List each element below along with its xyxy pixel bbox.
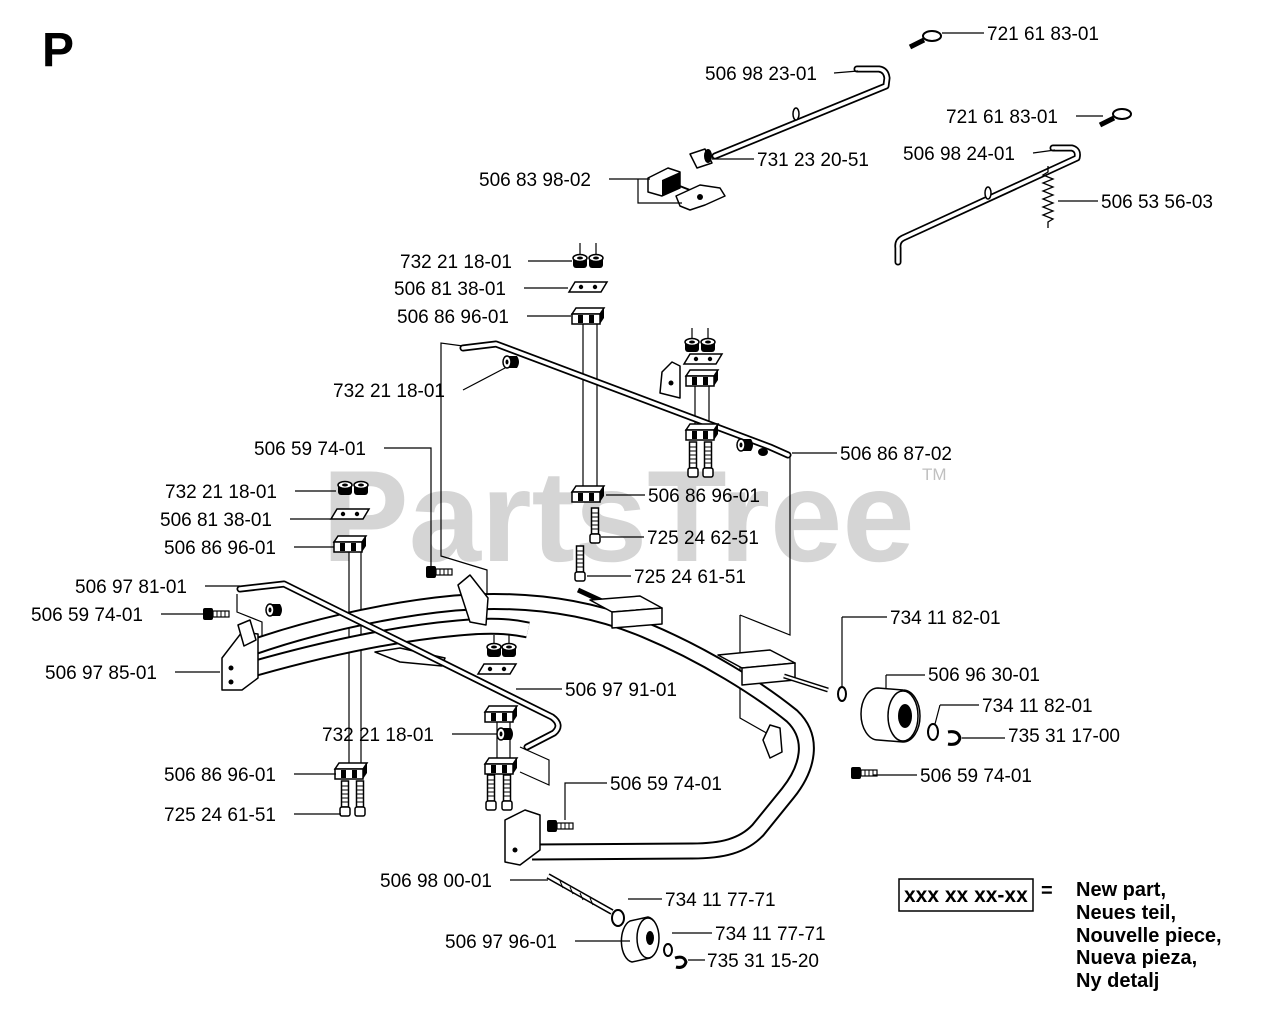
- control-rod-506-98-23-01: [715, 69, 887, 156]
- part-number-callout: 725 24 62-51: [647, 528, 759, 549]
- frame-square-tube-right: [717, 649, 829, 693]
- part-number-callout: 506 98 00-01: [380, 871, 492, 892]
- part-number-callout: 506 83 98-02: [479, 170, 591, 191]
- part-number-callout: 506 59 74-01: [254, 439, 366, 460]
- part-number-callout: 731 23 20-51: [757, 150, 869, 171]
- part-number-callout: 506 98 24-01: [903, 144, 1015, 165]
- part-number-callout: 506 86 96-01: [164, 765, 276, 786]
- part-number-callout: 506 86 96-01: [648, 486, 760, 507]
- part-number-callout: 506 53 56-03: [1101, 192, 1213, 213]
- frame-square-tube-left: [576, 587, 663, 629]
- legend-line-french: Nouvelle piece,: [1076, 925, 1222, 947]
- part-number-callout: 506 86 96-01: [164, 538, 276, 559]
- part-number-callout: 734 11 77-71: [715, 924, 826, 945]
- part-number-callout: 734 11 77-71: [665, 890, 776, 911]
- part-number-callout: 506 86 87-02: [840, 444, 952, 465]
- cable-clip-top: [908, 30, 942, 50]
- clevis-506-83-98-02: [647, 167, 726, 211]
- part-number-callout: 721 61 83-01: [946, 107, 1058, 128]
- part-number-callout: 725 24 61-51: [164, 805, 276, 826]
- part-number-callout: 506 81 38-01: [394, 279, 506, 300]
- watermark-text: PartsTree: [322, 443, 915, 589]
- part-number-callout: 506 86 96-01: [397, 307, 509, 328]
- part-number-callout: 732 21 18-01: [333, 381, 445, 402]
- leader-lines: [161, 32, 1103, 961]
- wheel-assembly-lower: [546, 873, 688, 969]
- part-number-callout: 506 81 38-01: [160, 510, 272, 531]
- legend: xxx xx xx-xx = New part, Neues teil, Nou…: [898, 878, 1222, 992]
- part-number-callouts: 721 61 83-01 506 98 23-01 721 61 83-01 5…: [31, 24, 1213, 972]
- legend-sample-part-number: xxx xx xx-xx: [904, 884, 1028, 907]
- part-number-callout: 721 61 83-01: [987, 24, 1099, 45]
- part-number-callout: 725 24 61-51: [634, 567, 746, 588]
- part-number-callout: 506 97 85-01: [45, 663, 157, 684]
- part-number-callout: 506 59 74-01: [610, 774, 722, 795]
- part-number-callout: 734 11 82-01: [982, 696, 1093, 717]
- cable-clip-second: [1098, 108, 1132, 128]
- watermark: PartsTree TM: [322, 443, 947, 589]
- part-number-callout: 506 98 23-01: [705, 64, 817, 85]
- part-number-callout: 732 21 18-01: [322, 725, 434, 746]
- part-number-callout: 732 21 18-01: [165, 482, 277, 503]
- control-rod-506-98-24-01: [898, 148, 1078, 262]
- part-number-callout: 506 59 74-01: [31, 605, 143, 626]
- part-number-callout: 506 97 96-01: [445, 932, 557, 953]
- watermark-trademark: TM: [922, 465, 947, 484]
- legend-line-swedish: Ny detalj: [1076, 970, 1159, 992]
- legend-line-spanish: Nueva pieza,: [1076, 947, 1197, 969]
- part-number-callout: 735 31 15-20: [707, 951, 819, 972]
- legend-box: [898, 878, 1034, 912]
- part-number-callout: 506 97 81-01: [75, 577, 187, 598]
- legend-line-german: Neues teil,: [1076, 902, 1176, 924]
- spring-506-53-56-03: [1041, 166, 1055, 228]
- part-number-callout: 735 31 17-00: [1008, 726, 1120, 747]
- part-number-callout: 734 11 82-01: [890, 608, 1001, 629]
- part-number-callout: 732 21 18-01: [400, 252, 512, 273]
- section-letter: P: [42, 24, 74, 77]
- roller-assembly-right: [837, 686, 962, 746]
- frame-brackets: [221, 574, 783, 866]
- legend-equals-sign: =: [1041, 880, 1053, 902]
- part-number-callout: 506 96 30-01: [928, 665, 1040, 686]
- adjuster-nut-731-23-20-51: [689, 148, 713, 169]
- part-number-callout: 506 59 74-01: [920, 766, 1032, 787]
- part-number-callout: 506 97 91-01: [565, 680, 677, 701]
- link-rod-506-86-87-02: [463, 344, 788, 456]
- legend-line-english: New part,: [1076, 879, 1166, 901]
